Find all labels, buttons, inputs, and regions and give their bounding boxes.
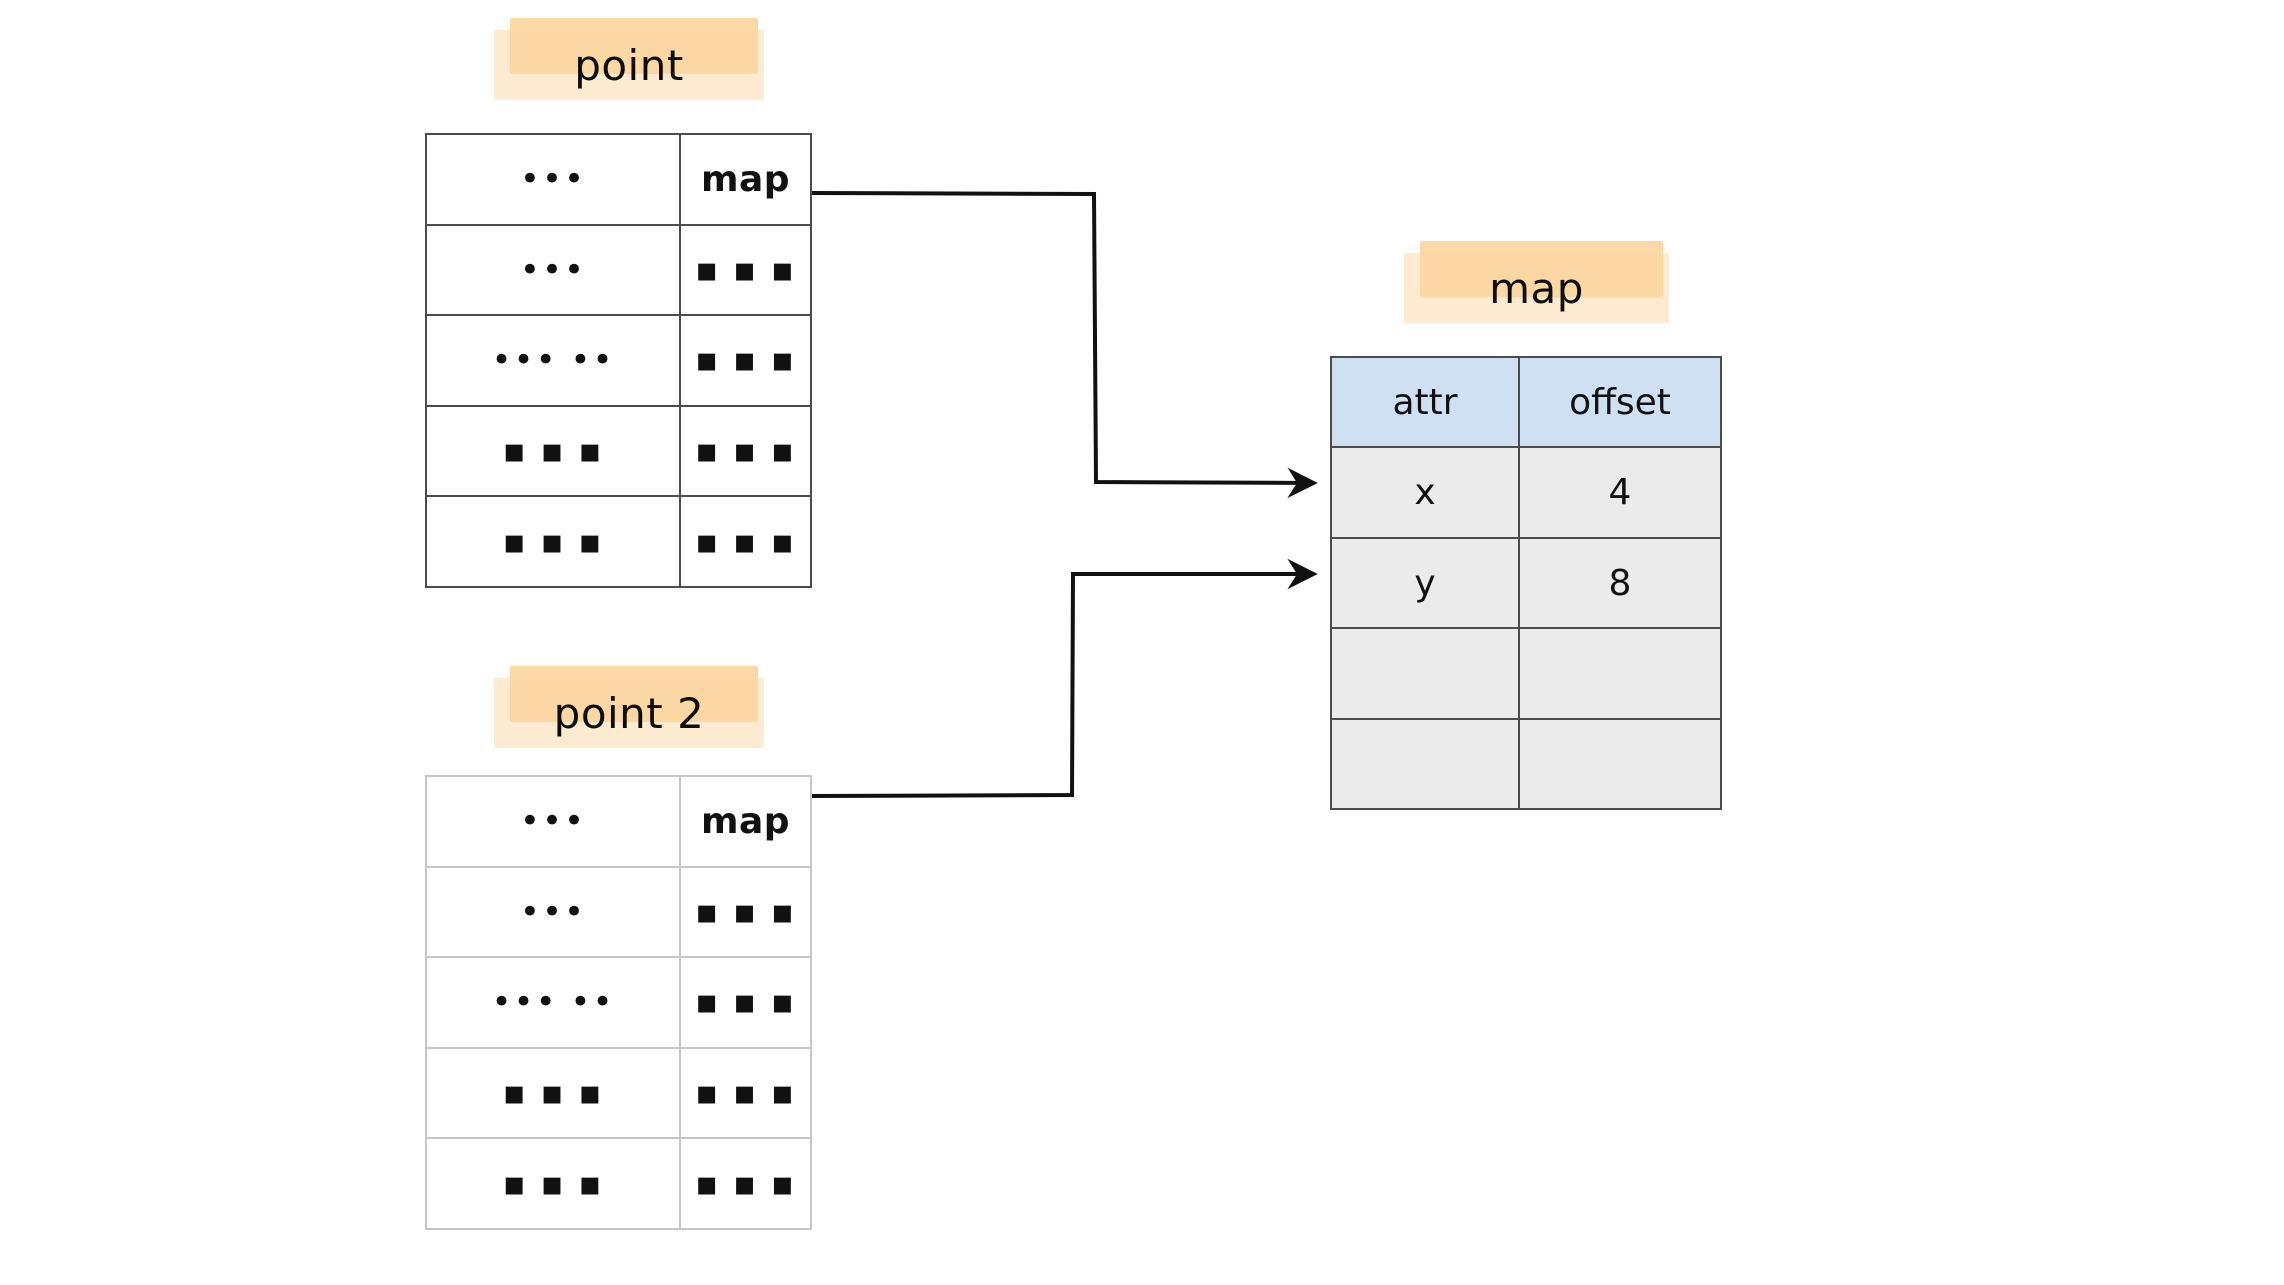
point2-row-2-right: ▪ ▪ ▪ [679,958,810,1047]
map-table-header-row: attr offset [1332,358,1720,447]
table-row: ••• ▪ ▪ ▪ [427,865,810,957]
ellipsis: ▪ ▪ ▪ [502,521,604,562]
ellipsis: ▪ ▪ ▪ [502,1163,604,1204]
point-row-0-left: ••• [427,135,679,224]
ellipsis: ••• •• [491,982,615,1023]
map-row-3-offset [1518,719,1720,809]
point-row-1-left: ••• [427,225,679,315]
point-row-3-right: ▪ ▪ ▪ [679,406,810,496]
table-row [1332,627,1720,718]
point2-row-4-left: ▪ ▪ ▪ [427,1139,679,1228]
label-map-text: map [1489,263,1584,313]
point2-row-3-right: ▪ ▪ ▪ [679,1048,810,1138]
point2-row-0-left: ••• [427,777,679,866]
ellipsis: ▪ ▪ ▪ [695,982,796,1023]
ellipsis: ▪ ▪ ▪ [695,249,796,290]
point2-row-4-right: ▪ ▪ ▪ [679,1139,810,1228]
ellipsis: ••• [519,891,587,932]
table-row: ••• •• ▪ ▪ ▪ [427,314,810,405]
ellipsis: ▪ ▪ ▪ [695,1163,796,1204]
ellipsis: ▪ ▪ ▪ [502,1073,604,1114]
table-row: ▪ ▪ ▪ ▪ ▪ ▪ [427,1046,810,1138]
ellipsis: ••• [519,249,587,290]
point2-row-2-left: ••• •• [427,958,679,1047]
highlight-front [1420,241,1663,297]
table-row [1332,717,1720,809]
map-row-2-attr [1332,629,1518,718]
point-table: ••• map ••• ▪ ▪ ▪ ••• •• ▪ ▪ ▪ ▪ ▪ ▪ [425,133,812,588]
map-row-0-offset: 4 [1518,448,1720,537]
label-point2-text: point 2 [553,688,705,738]
point2-row-0-right-map: map [679,777,810,866]
table-row: ••• map [427,135,810,224]
point-row-3-left: ▪ ▪ ▪ [427,406,679,496]
ellipsis: ▪ ▪ ▪ [695,340,796,381]
ellipsis: ••• •• [491,340,615,381]
table-row: ▪ ▪ ▪ ▪ ▪ ▪ [427,495,810,586]
table-row: ••• ▪ ▪ ▪ [427,223,810,315]
point-row-0-right-map: map [679,135,810,224]
point-row-1-right: ▪ ▪ ▪ [679,225,810,315]
ellipsis: ▪ ▪ ▪ [502,431,604,472]
table-row: ••• map [427,777,810,866]
ellipsis: ▪ ▪ ▪ [695,431,796,472]
table-row: ▪ ▪ ▪ ▪ ▪ ▪ [427,1137,810,1228]
table-row: ••• •• ▪ ▪ ▪ [427,956,810,1047]
highlight-front [510,18,758,74]
map-row-2-offset [1518,629,1720,718]
label-map: map [1404,241,1669,323]
ellipsis: ▪ ▪ ▪ [695,521,796,562]
point-row-2-left: ••• •• [427,316,679,405]
table-row: x 4 [1332,446,1720,537]
label-point: point [494,18,764,100]
map-header-attr: attr [1332,358,1518,447]
highlight-front [510,666,758,722]
ellipsis: ••• [519,159,587,200]
point2-row-1-right: ▪ ▪ ▪ [679,867,810,957]
label-point2: point 2 [494,666,764,748]
point2-row-1-left: ••• [427,867,679,957]
connector-point-to-map-x [810,191,1318,499]
map-header-offset: offset [1518,358,1720,447]
map-table: attr offset x 4 y 8 [1330,356,1722,810]
map-row-1-attr: y [1332,538,1518,628]
ellipsis: ▪ ▪ ▪ [695,1073,796,1114]
map-row-3-attr [1332,719,1518,809]
point-row-4-right: ▪ ▪ ▪ [679,497,810,586]
point2-row-3-left: ▪ ▪ ▪ [427,1048,679,1138]
point-row-2-right: ▪ ▪ ▪ [679,316,810,405]
map-row-0-attr: x [1332,448,1518,537]
connector-point2-to-map-y [810,558,1318,798]
point-row-4-left: ▪ ▪ ▪ [427,497,679,586]
ellipsis: ▪ ▪ ▪ [695,891,796,932]
point2-table: ••• map ••• ▪ ▪ ▪ ••• •• ▪ ▪ ▪ ▪ ▪ ▪ [425,775,812,1230]
table-row: y 8 [1332,536,1720,628]
ellipsis: ••• [519,801,587,842]
map-row-1-offset: 8 [1518,538,1720,628]
table-row: ▪ ▪ ▪ ▪ ▪ ▪ [427,404,810,496]
label-point-text: point [574,40,684,90]
